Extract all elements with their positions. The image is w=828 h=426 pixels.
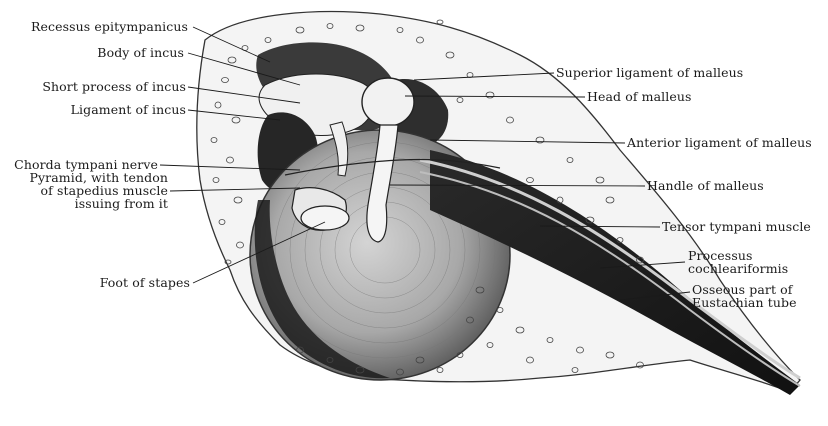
stapes-footplate [301,206,349,230]
label-processus-line2: cochleariformis [688,262,788,275]
label-body-of-incus: Body of incus [0,46,184,59]
label-pyramid-line3: issuing from it [0,197,168,210]
label-superior-ligament-of-malleus: Superior ligament of malleus [556,66,743,79]
label-ligament-of-incus: Ligament of incus [0,103,186,116]
label-handle-of-malleus: Handle of malleus [647,179,764,192]
label-foot-of-stapes: Foot of stapes [0,276,190,289]
label-anterior-ligament-of-malleus: Anterior ligament of malleus [627,136,812,149]
label-tensor-tympani-muscle: Tensor tympani muscle [662,220,811,233]
label-short-process-of-incus: Short process of incus [0,80,186,93]
label-head-of-malleus: Head of malleus [587,90,692,103]
label-recessus-epitympanicus: Recessus epitympanicus [0,20,188,33]
label-osseous-line2: Eustachian tube [692,296,797,309]
malleus-head [362,78,414,126]
